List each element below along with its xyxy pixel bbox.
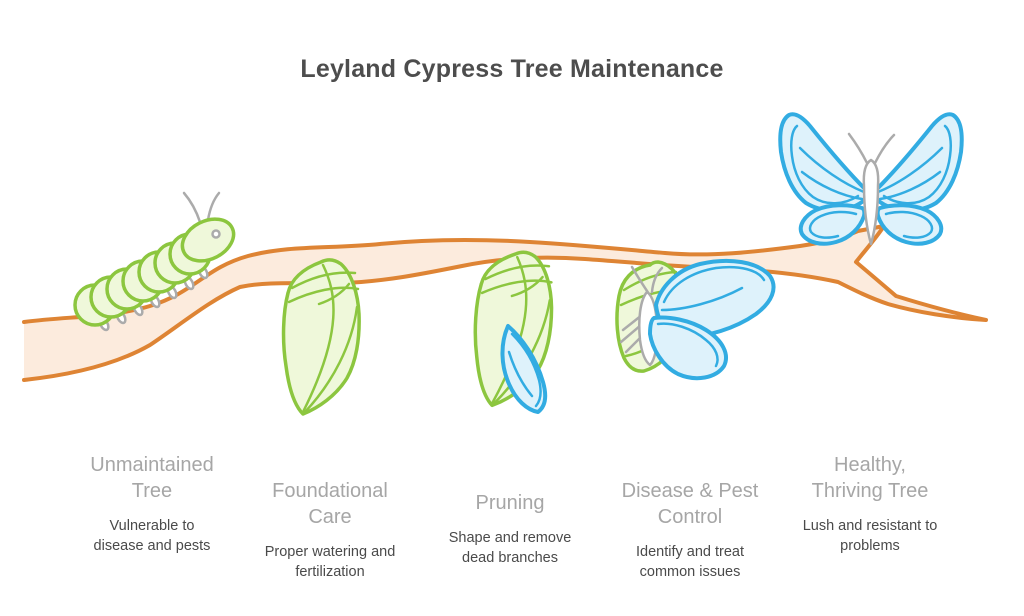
- stage-description: Proper watering and fertilization: [264, 544, 396, 580]
- husk-detail-line: [622, 270, 678, 292]
- butterfly-body: [862, 158, 880, 246]
- butterfly-icon: [778, 112, 964, 246]
- emerging-lower-wing: [648, 315, 728, 381]
- butterfly-right-wings: [872, 112, 964, 246]
- lower-wing-inner-line: [808, 210, 858, 239]
- emerging-leg: [619, 323, 643, 344]
- emerging-wing-vein: [510, 332, 542, 408]
- lower-wing: [798, 203, 867, 246]
- chrysalis-icon: [281, 258, 361, 416]
- upper-wing-inner-line: [789, 124, 860, 205]
- butterfly-antenna-right: [873, 133, 896, 165]
- emerging-butterfly-icon: [615, 258, 776, 381]
- stage-title: Foundational Care: [272, 480, 388, 528]
- stage-description: Lush and resistant to problems: [802, 518, 938, 554]
- stage-label-unmaintained-tree: Unmaintained Tree Vulnerable to disease …: [52, 452, 252, 556]
- stage-label-pruning: Pruning Shape and remove dead branches: [410, 490, 610, 568]
- stage-description: Shape and remove dead branches: [448, 530, 572, 566]
- caterpillar-icon: [73, 191, 236, 332]
- caterpillar-eye: [211, 229, 221, 239]
- butterfly-left-wings: [778, 112, 870, 246]
- emerging-upper-wing-vein: [660, 286, 744, 312]
- caterpillar-antenna-left: [182, 191, 202, 224]
- emerging-wing: [500, 324, 548, 414]
- stage-label-foundational-care: Foundational Care Proper watering and fe…: [230, 478, 430, 582]
- caterpillar-head: [180, 217, 236, 263]
- chrysalis-body: [281, 258, 361, 416]
- emerging-wing-vein: [507, 350, 534, 398]
- stage-title: Pruning: [475, 492, 545, 514]
- stage-description: Identify and treat common issues: [635, 544, 744, 580]
- stage-label-healthy-thriving-tree: Healthy, Thriving Tree Lush and resistan…: [770, 452, 970, 556]
- caterpillar-antenna-right: [206, 191, 221, 222]
- stage-label-disease-pest-control: Disease & Pest Control Identify and trea…: [590, 478, 790, 582]
- chrysalis-wing-emerging-icon: [470, 248, 556, 414]
- stage-title: Healthy, Thriving Tree: [811, 454, 929, 502]
- upper-wing-vein: [798, 146, 866, 194]
- page-title: Leyland Cypress Tree Maintenance: [300, 55, 724, 83]
- upper-wing-vein: [800, 170, 864, 201]
- emerging-antenna: [650, 266, 664, 294]
- emerging-upper-wing-vein: [662, 265, 766, 304]
- stage-title: Unmaintained Tree: [90, 454, 214, 502]
- stage-title: Disease & Pest Control: [621, 480, 759, 528]
- stage-description: Vulnerable to disease and pests: [93, 518, 211, 554]
- butterfly-antenna-left: [847, 132, 869, 165]
- chrysalis-detail-lines: [287, 263, 360, 414]
- emerging-lower-wing-vein: [656, 322, 719, 368]
